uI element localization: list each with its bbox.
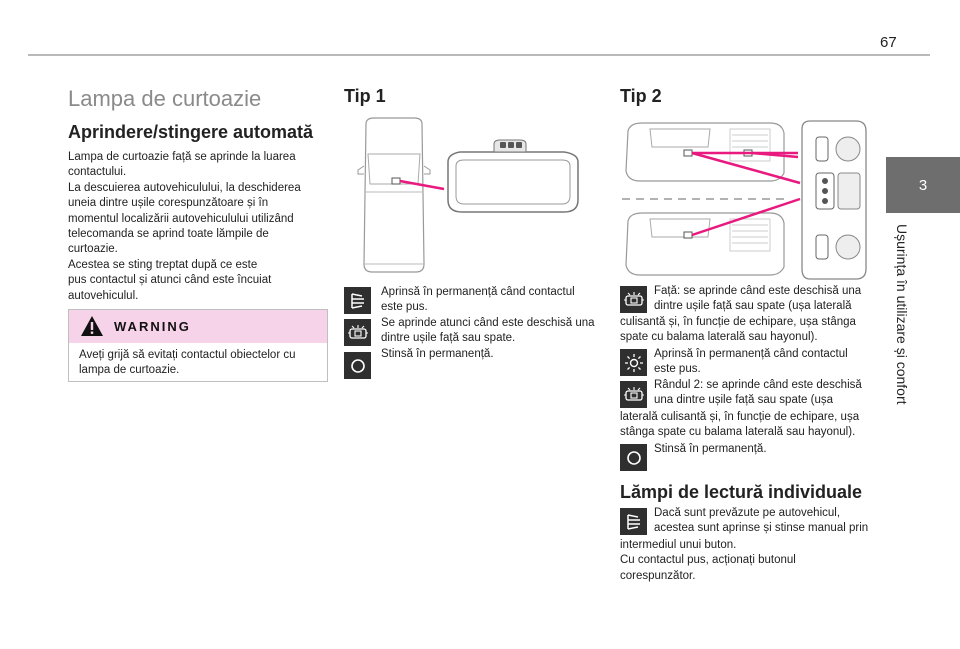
reading-text-start: Dacă sunt prevăzute pe autovehicul, aces… [654, 507, 869, 535]
door-lamp-icon [344, 319, 371, 346]
tip2-item3-end: laterală culisantă și, în funcție de ech… [620, 411, 860, 439]
warning-triangle-icon [81, 316, 103, 336]
chapter-sidebar [883, 130, 960, 649]
off-circle-icon [344, 352, 371, 379]
header-divider [28, 54, 930, 56]
chapter-title: Ușurința în utilizare și confort [894, 224, 910, 405]
chapter-title-vertical: Ușurința în utilizare și confort [880, 224, 920, 434]
tip2-item2: Aprinsă în permanență când contactul est… [654, 348, 848, 376]
tip2-item1-start: Față: se aprinde când este deschisă una … [654, 285, 862, 313]
warning-text: Aveți grijă să evitați contactul obiecte… [79, 349, 296, 377]
tip2-item4: Stinsă în permanență. [654, 443, 767, 455]
tip2-vehicle-illustration [622, 120, 867, 280]
section-title: Lampa de curtoazie [68, 86, 262, 111]
tip2-item3-start: Rândul 2: se aprinde când este deschisă … [654, 379, 862, 407]
intro-paragraph: Lampa de curtoazie față se aprinde la lu… [68, 151, 301, 302]
door-lamp-icon [620, 381, 647, 408]
reading-lamps-title: Lămpi de lectură individuale [620, 482, 863, 502]
warning-title: WARNING [114, 319, 191, 334]
reading-text-end: intermediul unui buton. Cu contactul pus… [620, 539, 796, 582]
subtitle: Aprindere/stingere automată [68, 122, 314, 142]
door-lamp-icon [620, 286, 647, 313]
page-number: 67 [880, 34, 897, 51]
warning-box: WARNING Aveți grijă să evitați contactul… [68, 309, 328, 382]
lamp-beam-icon [344, 287, 371, 314]
warning-header [69, 310, 327, 343]
tip1-description: Aprinsă în permanență când contactul est… [381, 286, 595, 360]
tip2-title: Tip 2 [620, 86, 662, 106]
tip1-vehicle-illustration [357, 117, 579, 273]
off-circle-icon [620, 444, 647, 471]
tip1-title: Tip 1 [344, 86, 386, 106]
lamp-beam-icon [620, 508, 647, 535]
sun-lamp-icon [620, 349, 647, 376]
chapter-tab[interactable]: 3 [886, 157, 960, 213]
tip2-item1-end: culisantă și, în funcție de echipare, uș… [620, 316, 856, 344]
